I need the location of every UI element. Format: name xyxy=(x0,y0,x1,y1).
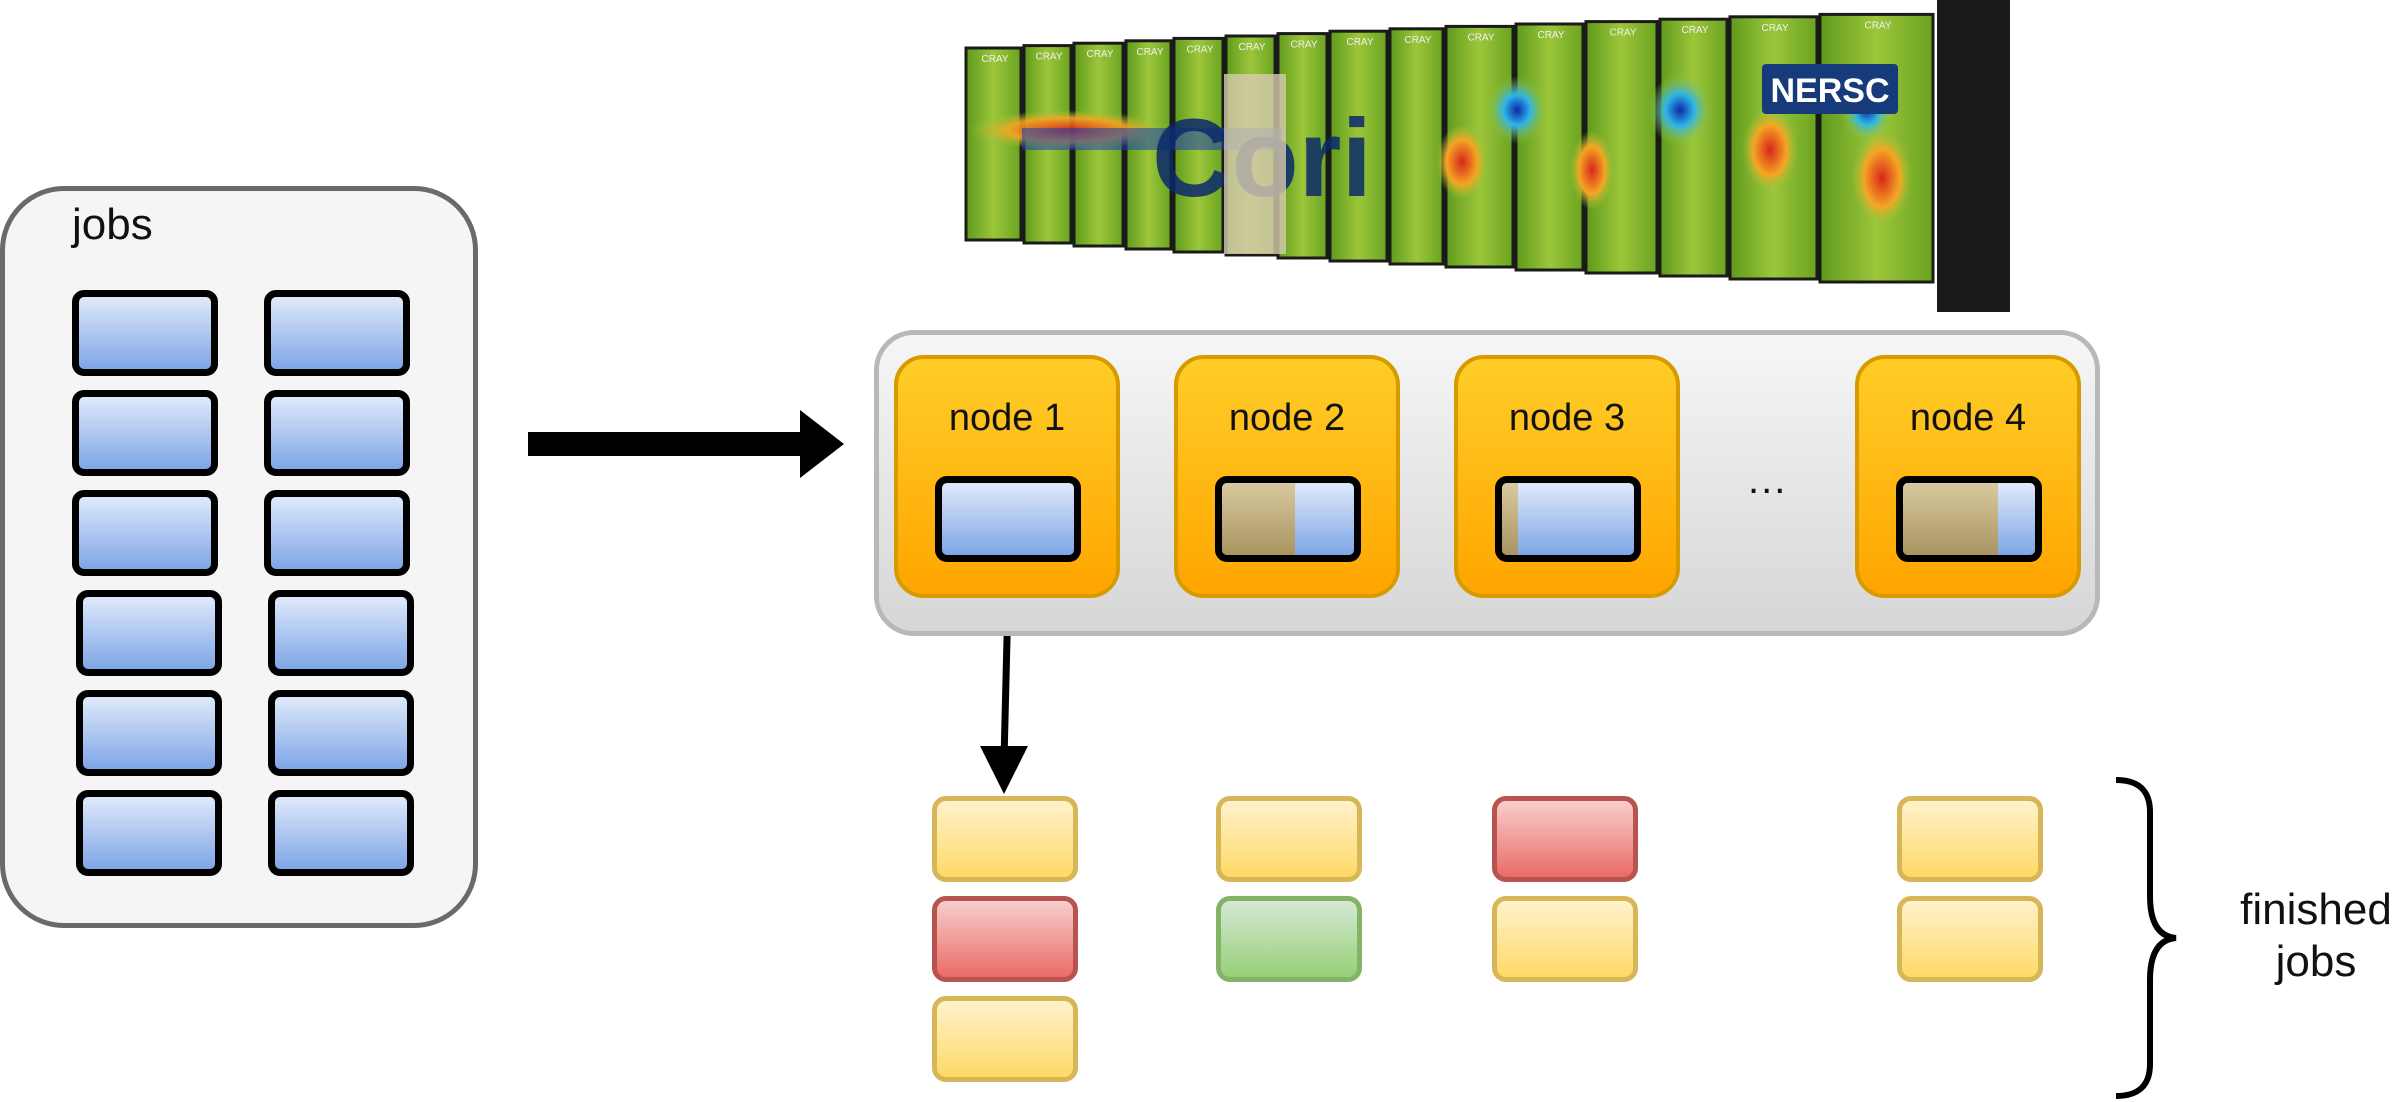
node-1-running-job xyxy=(935,476,1081,562)
node-3-label: node 3 xyxy=(1508,397,1626,439)
cabinet-label: CRAY xyxy=(1609,28,1636,39)
node-2-progress xyxy=(1222,483,1295,555)
cabinet-label: CRAY xyxy=(1404,35,1431,46)
finished-job-success xyxy=(932,996,1078,1082)
queued-job xyxy=(264,490,410,576)
cabinet-label: CRAY xyxy=(1035,52,1062,63)
finished-jobs-brace xyxy=(2115,777,2177,1099)
finished-jobs-label-line2: jobs xyxy=(2275,937,2357,986)
cabinet-label: CRAY xyxy=(1086,49,1113,60)
portrait-image xyxy=(1224,74,1286,254)
queued-job xyxy=(76,590,222,676)
queued-job xyxy=(72,390,218,476)
cabinet-label: CRAY xyxy=(1681,25,1708,36)
queued-job xyxy=(264,390,410,476)
finished-job-success xyxy=(932,796,1078,882)
cabinet-label: CRAY xyxy=(1186,44,1213,55)
more-nodes-ellipsis: ... xyxy=(1748,458,1788,502)
finished-job-success xyxy=(1492,896,1638,982)
node-4-label: node 4 xyxy=(1909,397,2027,439)
cabinet-label: CRAY xyxy=(1761,23,1788,34)
cabinet-label: CRAY xyxy=(1290,40,1317,51)
cabinet-end xyxy=(1937,0,2010,312)
finished-jobs-label: finished jobs xyxy=(2176,884,2400,988)
node-4: node 4 xyxy=(1855,355,2081,598)
queued-job xyxy=(76,690,222,776)
cabinet-label: CRAY xyxy=(1136,47,1163,58)
node-4-progress xyxy=(1903,483,1999,555)
queued-job xyxy=(72,290,218,376)
supercomputer-image: CRAY CRAY CRAY CRAY CRAY CRAY CRAY CRAY CRAY CRAY… xyxy=(964,0,2010,312)
node-2-running-job xyxy=(1215,476,1361,562)
node-1: node 1 xyxy=(894,355,1120,598)
queued-job xyxy=(264,290,410,376)
node-3: node 3 xyxy=(1454,355,1680,598)
cabinet xyxy=(1276,32,1329,260)
node-4-running-job xyxy=(1896,476,2042,562)
dispatch-arrow xyxy=(528,410,844,478)
finished-job-failed xyxy=(1492,796,1638,882)
jobs-pool-title: jobs xyxy=(72,200,153,249)
queued-job xyxy=(268,790,414,876)
cabinet-label: CRAY xyxy=(1467,32,1494,43)
finished-job-success xyxy=(1897,896,2043,982)
cabinet-label: CRAY xyxy=(1864,20,1891,31)
finished-job-success xyxy=(1897,796,2043,882)
cabinet xyxy=(1328,29,1389,263)
queued-job xyxy=(76,790,222,876)
queued-job xyxy=(72,490,218,576)
cabinet-label: CRAY xyxy=(1238,42,1265,53)
node-2-label: node 2 xyxy=(1228,397,1346,439)
cabinet-label: CRAY xyxy=(1346,37,1373,48)
nersc-logo-text: NERSC xyxy=(1770,72,1889,110)
node-2: node 2 xyxy=(1174,355,1400,598)
cabinet-label: CRAY xyxy=(1537,30,1564,41)
queued-job xyxy=(268,590,414,676)
cabinet-label: CRAY xyxy=(981,54,1008,65)
node-3-progress xyxy=(1502,483,1518,555)
finished-jobs-label-line1: finished xyxy=(2240,885,2392,934)
queued-job xyxy=(268,690,414,776)
nersc-logo xyxy=(1762,64,1898,114)
finished-job-failed xyxy=(932,896,1078,982)
cabinet xyxy=(1658,17,1729,278)
node-1-label: node 1 xyxy=(948,397,1066,439)
cabinet xyxy=(1514,22,1585,272)
finished-job-success xyxy=(1216,796,1362,882)
node-3-running-job xyxy=(1495,476,1641,562)
finished-job-ok-green xyxy=(1216,896,1362,982)
